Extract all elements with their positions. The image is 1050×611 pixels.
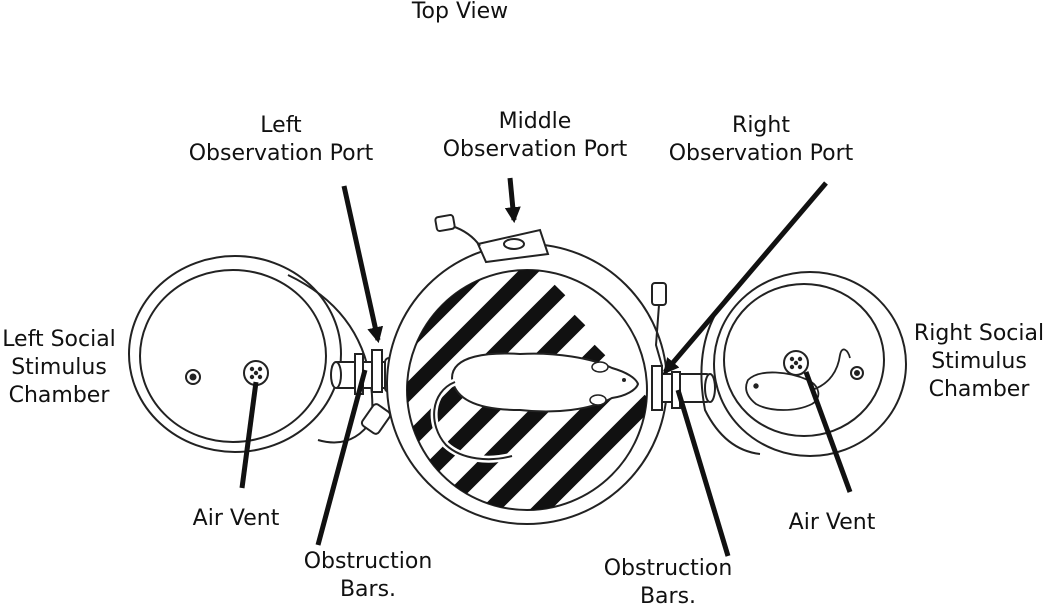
diagram-title-text: Top View [411, 0, 509, 24]
right-port-cylinder [651, 282, 667, 306]
left-air-vent-pointer [239, 381, 259, 489]
right-obstruction-label: Obstruction Bars. [603, 556, 733, 609]
stimulus-rat-icon [745, 348, 851, 411]
right-air-vent-pointer [803, 371, 853, 493]
rat-icon [430, 352, 640, 463]
left-air-vent-icon [243, 360, 269, 386]
left-obstruction-label: Obstruction Bars. [303, 549, 433, 602]
right-port-pointer [662, 181, 828, 375]
left-obstruction-pointer [315, 369, 368, 546]
right-chamber [700, 271, 907, 457]
left-port-label: Left Observation Port [188, 113, 374, 166]
diagram-title: Top View [390, 0, 530, 26]
right-air-vent-icon [783, 350, 809, 376]
right-obstruction-pointer [675, 389, 731, 557]
left-air-vent-label: Air Vent [192, 506, 280, 531]
right-chamber-dot [850, 366, 864, 380]
pointer-lines [239, 177, 853, 557]
middle-port-device [434, 214, 550, 264]
middle-port-pointer [504, 177, 521, 224]
left-port-cylinder [360, 403, 392, 435]
left-chamber-label: Left Social Stimulus Chamber [2, 327, 116, 408]
left-port-pointer [341, 185, 384, 344]
left-chamber [128, 255, 374, 453]
right-chamber-label: Right Social Stimulus Chamber [913, 321, 1045, 402]
right-air-vent-label: Air Vent [788, 510, 876, 535]
right-port-label: Right Observation Port [668, 113, 854, 166]
left-chamber-dot [185, 369, 201, 385]
middle-port-label: Middle Observation Port [442, 109, 628, 162]
